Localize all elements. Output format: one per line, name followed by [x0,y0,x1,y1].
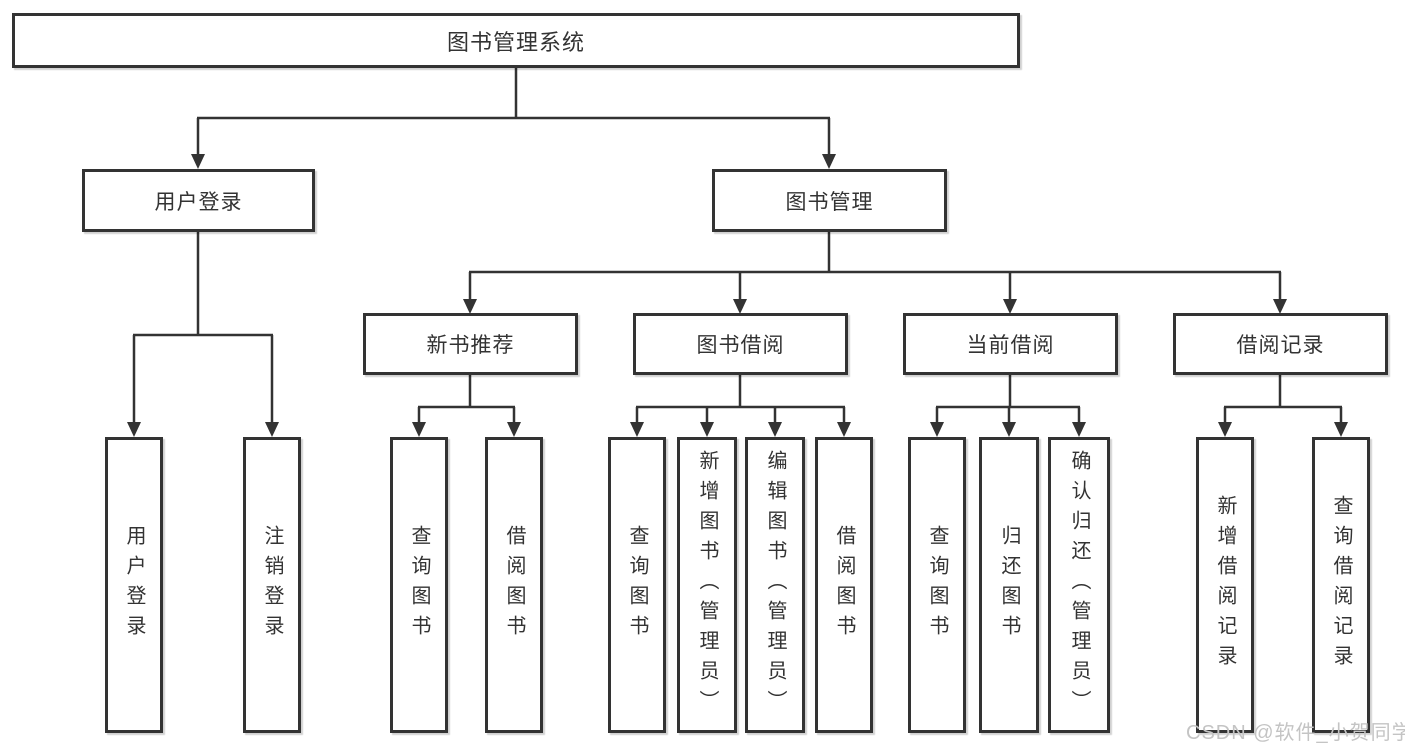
leaf-return-books: 归还图书 [979,437,1039,733]
leaf-query-books-current: 查询图书 [908,437,966,733]
leaf-add-book-admin: 新增图书（管理员） [677,437,737,733]
node-label: 图书借阅 [696,334,785,357]
edge-current-borrow-to-leaves [935,375,1081,424]
leaf-borrow-books-recommend: 借阅图书 [485,437,543,733]
leaf-borrow-books: 借阅图书 [815,437,873,733]
leaf-query-borrow-record: 查询借阅记录 [1312,437,1370,733]
node-label: 新增借阅记录 [1214,495,1236,675]
edge-user-login-to-leaves [132,232,274,424]
node-new-book-recommend: 新书推荐 [363,313,578,375]
node-borrowing-records: 借阅记录 [1173,313,1388,375]
leaf-query-books-recommend: 查询图书 [390,437,448,733]
leaf-add-borrow-record: 新增借阅记录 [1196,437,1254,733]
node-label: 编辑图书（管理员） [764,450,786,720]
edge-root-to-level2 [196,68,831,156]
node-label: 新增图书（管理员） [696,450,718,720]
leaf-user-login: 用户登录 [105,437,163,733]
leaf-query-books-borrowing: 查询图书 [608,437,666,733]
node-label: 查询借阅记录 [1330,495,1352,675]
node-label: 图书管理系统 [446,29,585,55]
node-system-root: 图书管理系统 [12,13,1020,68]
edge-new-books-to-leaves [417,375,516,424]
node-label: 图书管理 [785,190,874,214]
node-label: 当前借阅 [966,334,1055,357]
edge-book-mgmt-to-level3 [468,232,1282,300]
node-label: 借阅图书 [503,525,525,645]
leaf-edit-book-admin: 编辑图书（管理员） [745,437,805,733]
node-label: 确认归还（管理员） [1068,450,1090,720]
csdn-watermark: CSDN @软件_小贺同学 [1186,722,1405,744]
node-label: 借阅图书 [833,525,855,645]
node-label: 用户登录 [154,190,243,214]
node-label: 查询图书 [408,525,430,645]
node-book-management: 图书管理 [712,169,947,232]
node-label: 注销登录 [261,525,283,645]
leaf-logout: 注销登录 [243,437,301,733]
leaf-confirm-return-admin: 确认归还（管理员） [1048,437,1110,733]
edge-book-borrow-to-leaves [635,375,846,424]
node-current-borrowing: 当前借阅 [903,313,1118,375]
node-label: 查询图书 [626,525,648,645]
node-book-borrowing: 图书借阅 [633,313,848,375]
edge-borrow-records-to-leaves [1223,375,1343,424]
node-label: 借阅记录 [1236,334,1325,357]
node-label: 查询图书 [926,525,948,645]
node-label: 新书推荐 [426,334,515,357]
node-label: 用户登录 [123,525,145,645]
node-user-login: 用户登录 [82,169,315,232]
node-label: 归还图书 [998,525,1020,645]
